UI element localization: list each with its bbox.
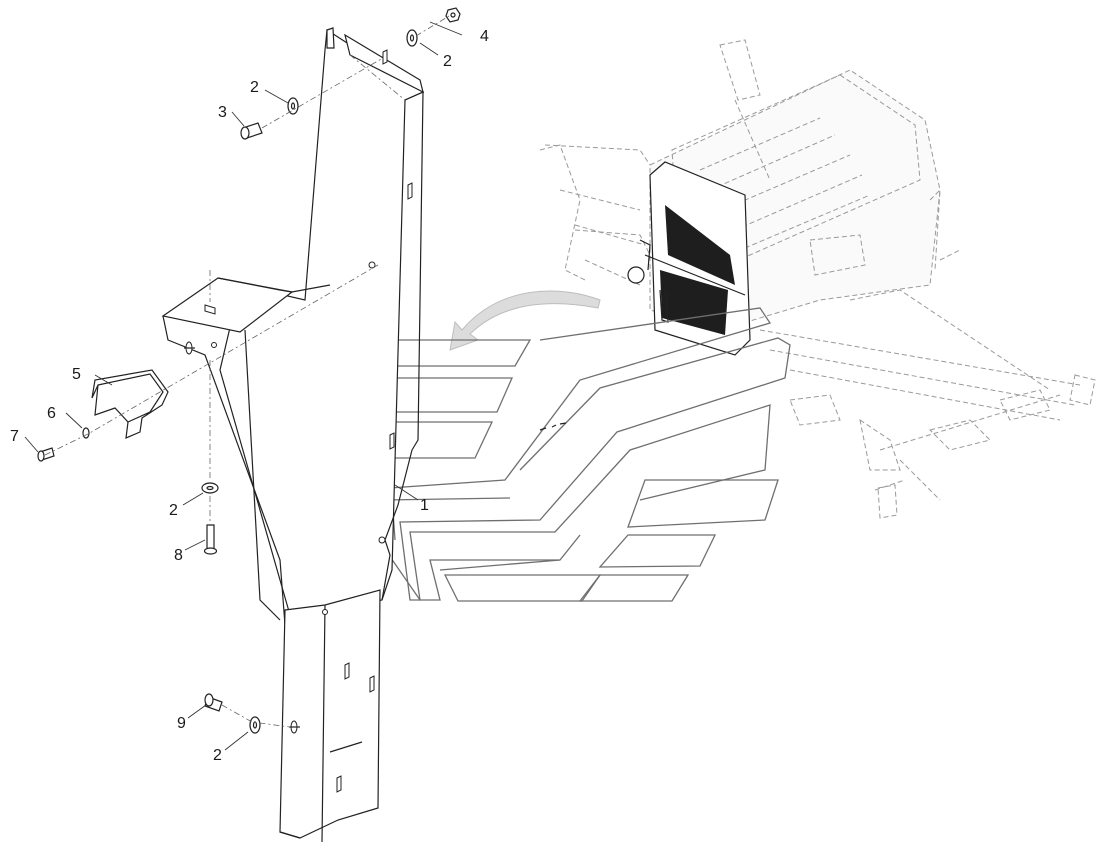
callout-2-top: 2 bbox=[443, 53, 452, 70]
callout-5: 5 bbox=[72, 366, 81, 383]
callout-6: 6 bbox=[47, 405, 56, 422]
washer-2-middle bbox=[201, 482, 219, 494]
bolt-9 bbox=[204, 693, 223, 712]
part-1-bracket bbox=[161, 27, 425, 843]
lock-washer-6 bbox=[82, 427, 90, 439]
washer-2-top bbox=[406, 29, 418, 47]
nut-4 bbox=[445, 7, 461, 23]
clamp-5 bbox=[91, 369, 169, 439]
callout-9: 9 bbox=[177, 715, 186, 732]
washer-2-upper-left bbox=[287, 97, 299, 115]
machine-context-ghost bbox=[539, 39, 1096, 519]
washer-2-bottom bbox=[249, 716, 261, 734]
location-arrow bbox=[449, 290, 601, 351]
radiator-grille bbox=[627, 161, 751, 356]
callout-7: 7 bbox=[10, 428, 19, 445]
bolt-8 bbox=[203, 524, 218, 555]
callout-2-upper-left: 2 bbox=[250, 79, 259, 96]
leader-lines bbox=[24, 21, 463, 751]
callout-3: 3 bbox=[218, 104, 227, 121]
callout-2-middle: 2 bbox=[169, 502, 178, 519]
bolt-3 bbox=[240, 122, 263, 140]
callout-4: 4 bbox=[480, 28, 489, 45]
callout-8: 8 bbox=[174, 547, 183, 564]
callout-1: 1 bbox=[420, 497, 429, 514]
callout-2-bottom: 2 bbox=[213, 747, 222, 764]
assembly-axes bbox=[44, 15, 450, 728]
callout-labels: 1 2 2 2 2 3 4 5 6 7 8 9 bbox=[10, 28, 489, 764]
